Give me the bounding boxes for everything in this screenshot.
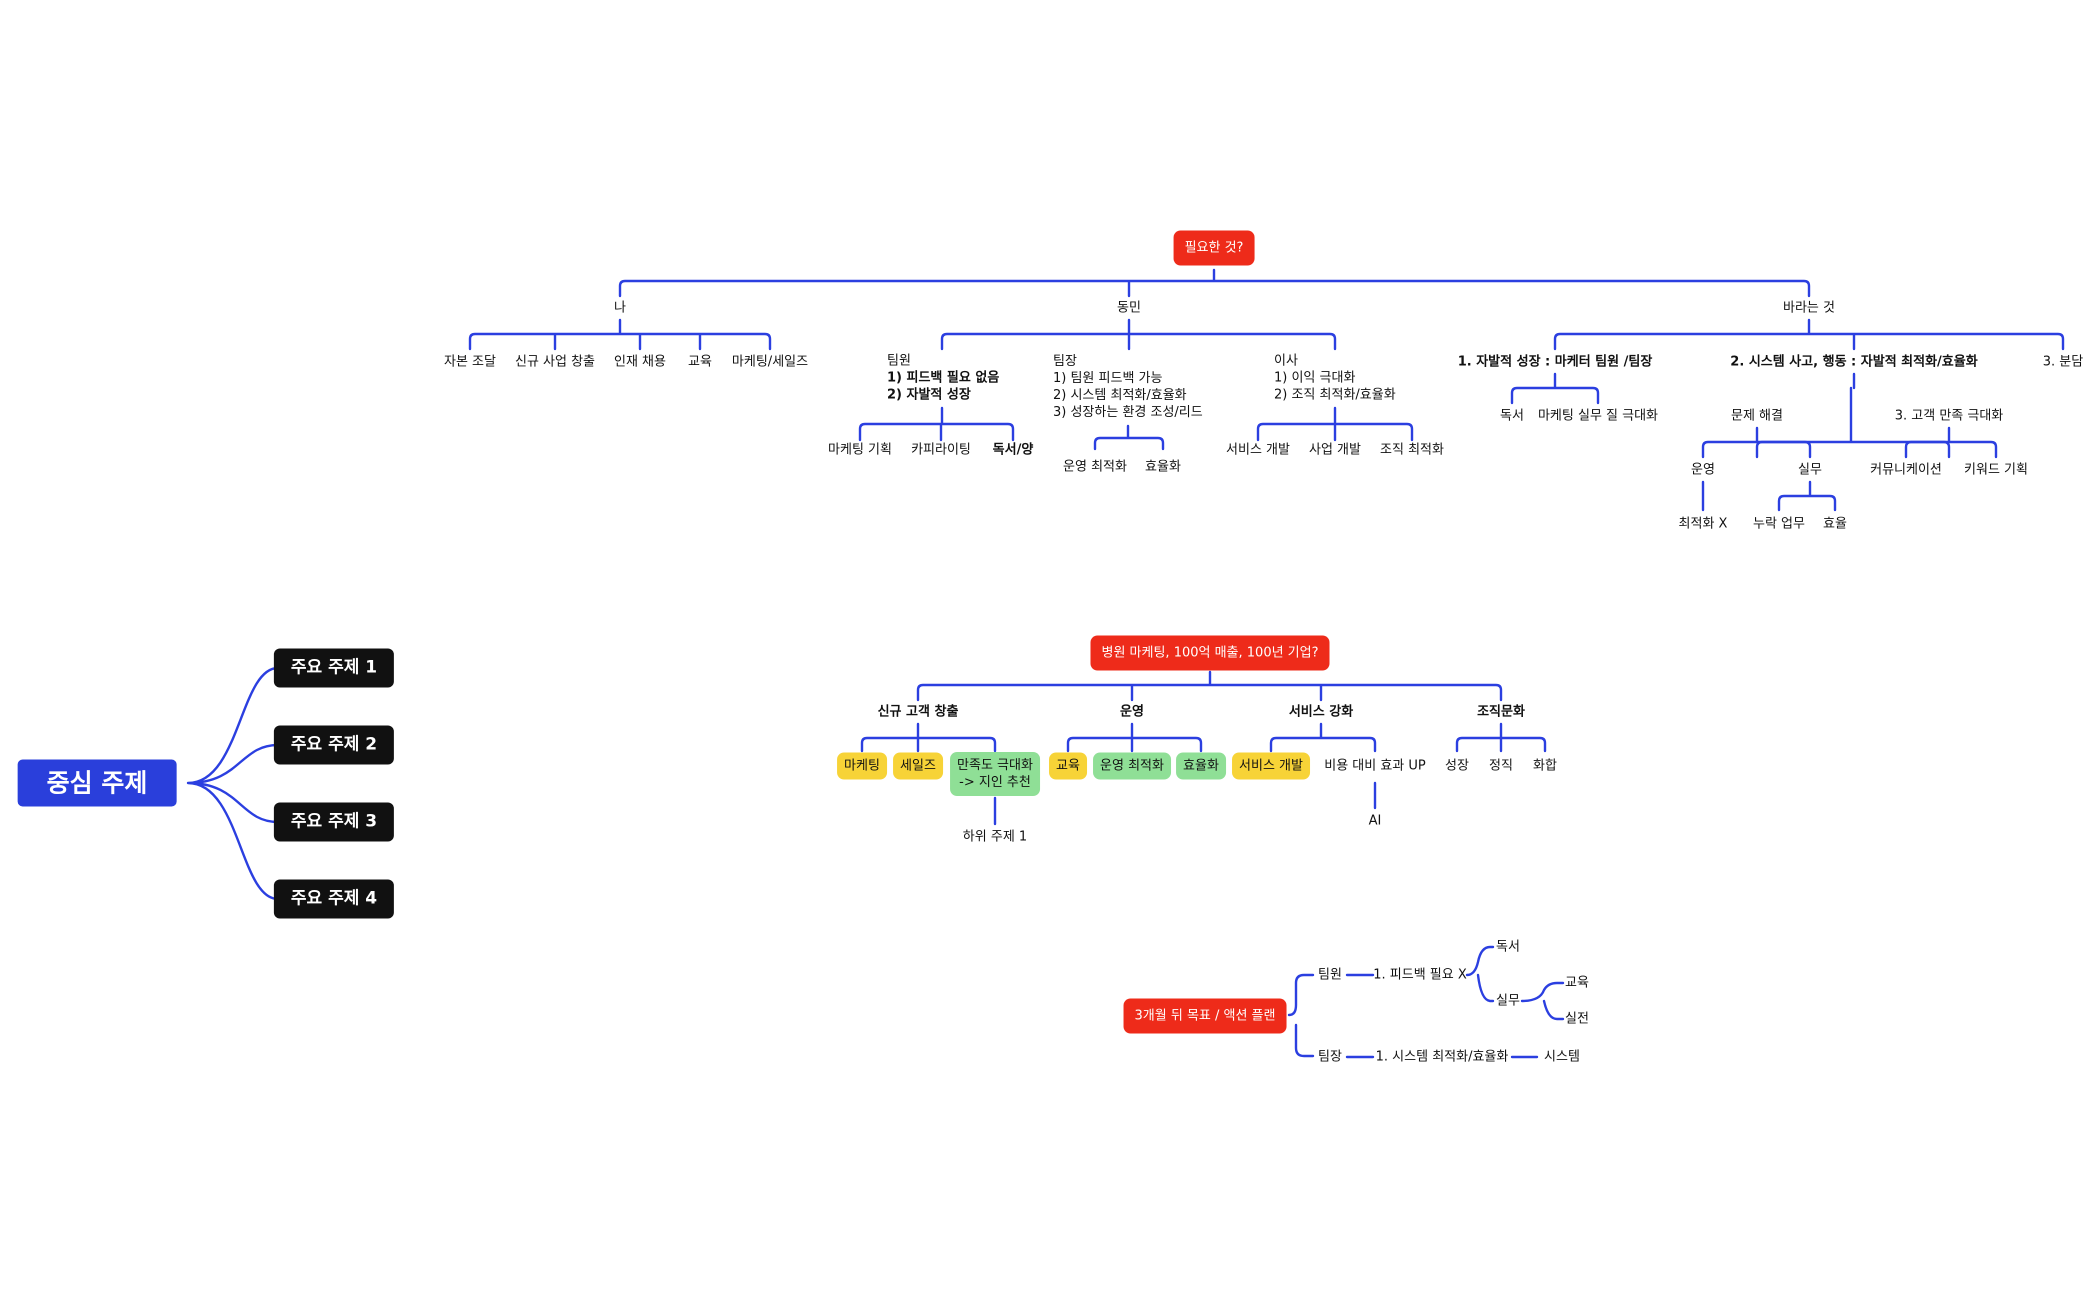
leaf-cs-1[interactable]: 커뮤니케이션 xyxy=(1870,462,1942,478)
teamlead-point-3: 3) 성장하는 환경 조성/리드 xyxy=(1053,405,1203,420)
leaf-harmony[interactable]: 화합 xyxy=(1533,758,1557,774)
teamlead-title: 팀장 xyxy=(1053,354,1077,369)
leaf-practice[interactable]: 실전 xyxy=(1565,1011,1589,1027)
leaf-me-5[interactable]: 마케팅/세일즈 xyxy=(731,354,809,370)
node-new-customer[interactable]: 신규 고객 창출 xyxy=(877,704,959,720)
leaf-wish1-1[interactable]: 독서 xyxy=(1500,408,1524,424)
leaf-wish1-2[interactable]: 마케팅 실무 질 극대화 xyxy=(1537,408,1659,424)
central-topic[interactable]: 중심 주제 xyxy=(17,759,177,807)
main-topic-2[interactable]: 주요 주제 2 xyxy=(273,725,395,765)
node-wish-2[interactable]: 2. 시스템 사고, 행동 : 자발적 최적화/효율화 xyxy=(1730,354,1978,370)
root-action-plan[interactable]: 3개월 뒤 목표 / 액션 플랜 xyxy=(1123,998,1287,1034)
leaf-teammember-1[interactable]: 마케팅 기획 xyxy=(828,442,892,458)
node-work[interactable]: 실무 xyxy=(1496,993,1520,1009)
node-customer-satisfaction[interactable]: 3. 고객 만족 극대화 xyxy=(1894,408,2004,424)
node-problem-solving[interactable]: 문제 해결 xyxy=(1731,408,1783,424)
leaf-teammember-2[interactable]: 카피라이팅 xyxy=(911,442,971,458)
leaf-marketing[interactable]: 마케팅 xyxy=(837,752,887,780)
satisfaction-line-2: -> 지인 추천 xyxy=(959,775,1031,790)
main-topic-3[interactable]: 주요 주제 3 xyxy=(273,802,395,842)
leaf-ai[interactable]: AI xyxy=(1368,813,1382,829)
leaf-growth[interactable]: 성장 xyxy=(1445,758,1469,774)
leaf-ops-optimization[interactable]: 운영 최적화 xyxy=(1093,752,1171,780)
leaf-director-1[interactable]: 서비스 개발 xyxy=(1226,442,1290,458)
leaf-reading[interactable]: 독서 xyxy=(1496,939,1520,955)
node-plan-lead[interactable]: 팀장 xyxy=(1318,1049,1342,1065)
main-topic-4[interactable]: 주요 주제 4 xyxy=(273,879,395,919)
leaf-subtopic-1[interactable]: 하위 주제 1 xyxy=(962,829,1028,845)
node-wish-1[interactable]: 1. 자발적 성장 : 마케터 팀원 /팀장 xyxy=(1457,354,1653,370)
leaf-sales[interactable]: 세일즈 xyxy=(893,752,943,780)
director-point-2: 2) 조직 최적화/효율화 xyxy=(1274,387,1396,403)
leaf-edu[interactable]: 교육 xyxy=(1565,975,1589,991)
root-needs[interactable]: 필요한 것? xyxy=(1173,230,1255,266)
leaf-teammember-3[interactable]: 독서/양 xyxy=(992,442,1034,458)
leaf-me-1[interactable]: 자본 조달 xyxy=(444,354,496,370)
leaf-operation-1[interactable]: 최적화 X xyxy=(1678,516,1728,532)
leaf-education[interactable]: 교육 xyxy=(1049,752,1087,780)
leaf-service-dev[interactable]: 서비스 개발 xyxy=(1232,752,1310,780)
node-teammember[interactable]: 팀원 1) 피드백 필요 없음 2) 자발적 성장 xyxy=(887,353,999,404)
node-practice[interactable]: 실무 xyxy=(1798,462,1822,478)
node-operations[interactable]: 운영 xyxy=(1120,704,1144,720)
leaf-teamlead-2[interactable]: 효율화 xyxy=(1145,459,1181,475)
branch-wish[interactable]: 바라는 것 xyxy=(1783,300,1835,316)
node-operation[interactable]: 운영 xyxy=(1691,462,1715,478)
node-plan-member[interactable]: 팀원 xyxy=(1318,967,1342,983)
director-point-1: 1) 이익 극대화 xyxy=(1274,370,1356,386)
leaf-practice-1[interactable]: 누락 업무 xyxy=(1753,516,1805,532)
leaf-me-2[interactable]: 신규 사업 창출 xyxy=(514,354,596,370)
leaf-efficiency[interactable]: 효율화 xyxy=(1176,752,1226,780)
leaf-honesty[interactable]: 정직 xyxy=(1489,758,1513,774)
node-culture[interactable]: 조직문화 xyxy=(1477,704,1525,720)
satisfaction-line-1: 만족도 극대화 xyxy=(957,758,1033,773)
leaf-practice-2[interactable]: 효율 xyxy=(1823,516,1847,532)
leaf-satisfaction[interactable]: 만족도 극대화 -> 지인 추천 xyxy=(950,752,1040,796)
teammember-point-2: 2) 자발적 성장 xyxy=(887,387,971,403)
node-director[interactable]: 이사 1) 이익 극대화 2) 조직 최적화/효율화 xyxy=(1274,353,1396,404)
leaf-me-3[interactable]: 인재 채용 xyxy=(614,354,666,370)
node-teamlead[interactable]: 팀장 1) 팀원 피드백 가능 2) 시스템 최적화/효율화 3) 성장하는 환… xyxy=(1053,353,1203,421)
leaf-director-3[interactable]: 조직 최적화 xyxy=(1380,442,1444,458)
leaf-cs-2[interactable]: 키워드 기획 xyxy=(1964,462,2028,478)
teamlead-point-1: 1) 팀원 피드백 가능 xyxy=(1053,371,1163,386)
node-feedback-not-needed[interactable]: 1. 피드백 필요 X xyxy=(1373,967,1467,983)
branch-dongmin[interactable]: 동민 xyxy=(1117,300,1141,316)
leaf-cost-effect[interactable]: 비용 대비 효과 UP xyxy=(1324,758,1426,774)
node-wish-3[interactable]: 3. 분담 xyxy=(2042,354,2084,370)
leaf-system[interactable]: 시스템 xyxy=(1544,1049,1580,1065)
leaf-me-4[interactable]: 교육 xyxy=(688,354,712,370)
main-topic-1[interactable]: 주요 주제 1 xyxy=(273,648,395,688)
teammember-title: 팀원 xyxy=(887,353,911,369)
leaf-director-2[interactable]: 사업 개발 xyxy=(1309,442,1361,458)
leaf-teamlead-1[interactable]: 운영 최적화 xyxy=(1063,459,1127,475)
teammember-point-1: 1) 피드백 필요 없음 xyxy=(887,370,1000,386)
root-hospital-marketing[interactable]: 병원 마케팅, 100억 매출, 100년 기업? xyxy=(1090,635,1330,671)
node-service[interactable]: 서비스 강화 xyxy=(1288,704,1354,720)
node-system-optimization[interactable]: 1. 시스템 최적화/효율화 xyxy=(1375,1049,1509,1065)
branch-me[interactable]: 나 xyxy=(614,300,626,316)
director-title: 이사 xyxy=(1274,353,1298,369)
teamlead-point-2: 2) 시스템 최적화/효율화 xyxy=(1053,388,1187,403)
